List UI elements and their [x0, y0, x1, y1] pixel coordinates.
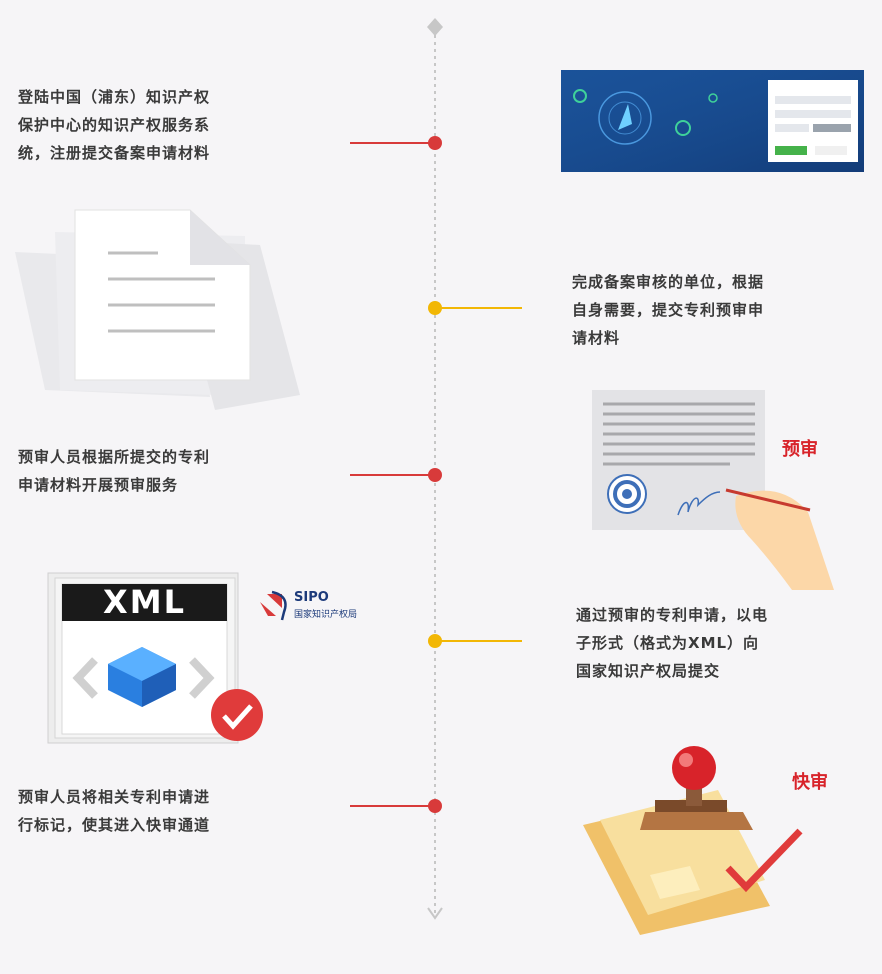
- step-4-line-2: 子形式（格式为XML）向: [576, 634, 760, 652]
- timeline-top-arrow-icon: [427, 18, 443, 36]
- step-5-line-1: 预审人员将相关专利申请进: [18, 788, 211, 806]
- step-1-line-2: 保护中心的知识产权服务系: [18, 116, 211, 134]
- step-3-connector: [350, 468, 442, 482]
- step-2-line-1: 完成备案审核的单位，根据: [572, 273, 765, 291]
- step-1-line-3: 统，注册提交备案申请材料: [18, 144, 211, 162]
- xml-document-illustration: [47, 572, 263, 744]
- step-5-connector: [350, 799, 442, 813]
- step-2-node: [428, 301, 442, 315]
- step-4-line-1: 通过预审的专利申请，以电: [576, 606, 769, 624]
- step-1-node: [428, 136, 442, 150]
- sipo-logo: [260, 590, 287, 621]
- step-5-text: 预审人员将相关专利申请进 行标记，使其进入快审通道: [18, 783, 318, 839]
- documents-illustration: [15, 209, 300, 410]
- chevron-right-icon: [189, 657, 215, 699]
- xml-badge-label: XML: [103, 583, 186, 621]
- step-5-line-2: 行标记，使其进入快审通道: [18, 816, 211, 834]
- red-check-icon: [725, 828, 803, 893]
- step-2-connector: [428, 301, 522, 315]
- step-4-connector: [428, 634, 522, 648]
- step-3-line-1: 预审人员根据所提交的专利: [18, 448, 211, 466]
- timeline-bottom-arrow-icon: [427, 907, 443, 920]
- step-5-node: [428, 799, 442, 813]
- step-1-connector: [350, 136, 442, 150]
- step-4-line-3: 国家知识产权局提交: [576, 662, 721, 680]
- step-4-text: 通过预审的专利申请，以电 子形式（格式为XML）向 国家知识产权局提交: [576, 601, 876, 685]
- step-2-line-2: 自身需要，提交专利预审申: [572, 301, 765, 319]
- step-3-line-2: 申请材料开展预审服务: [18, 476, 179, 494]
- step-2-text: 完成备案审核的单位，根据 自身需要，提交专利预审申 请材料: [572, 268, 872, 352]
- login-screen-illustration: [561, 70, 864, 172]
- step-3-text: 预审人员根据所提交的专利 申请材料开展预审服务: [18, 443, 318, 499]
- check-badge-icon: [211, 689, 263, 741]
- step-1-text: 登陆中国（浦东）知识产权 保护中心的知识产权服务系 统，注册提交备案申请材料: [18, 83, 318, 167]
- step-4-node: [428, 634, 442, 648]
- step-2-line-3: 请材料: [572, 329, 621, 347]
- step-1-line-1: 登陆中国（浦东）知识产权: [18, 88, 211, 106]
- stamp-illustration: [583, 746, 803, 935]
- sipo-cn-label: 国家知识产权局: [294, 610, 358, 620]
- fast-review-label: 快审: [792, 772, 828, 793]
- stamp-handle-icon: [672, 746, 716, 790]
- chevron-left-icon: [72, 657, 98, 699]
- sipo-name-label: SIPO: [294, 590, 329, 605]
- pre-review-label: 预审: [782, 439, 818, 460]
- signing-document-illustration: [592, 390, 834, 590]
- step-3-node: [428, 468, 442, 482]
